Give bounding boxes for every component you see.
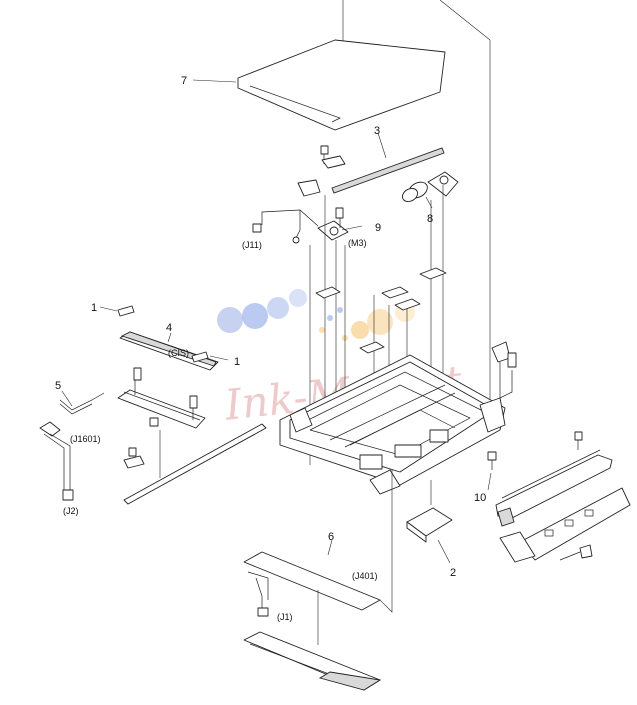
part-7-scanner-cover-mat [192, 39, 446, 131]
label-j1601: (J1601) [70, 434, 101, 444]
side-panel [499, 487, 631, 563]
cis-carriage [117, 367, 206, 429]
watermark-dot [327, 315, 333, 321]
callout-3: 3 [374, 125, 380, 137]
watermark-dot [217, 307, 243, 333]
part-1-clip-left [99, 305, 135, 317]
part-6-flat-cable [243, 470, 393, 617]
callout-10: 10 [474, 492, 486, 504]
callout-4: 4 [166, 322, 172, 334]
latch-assembly [491, 341, 517, 399]
callout-2: 2 [450, 567, 456, 579]
clip [321, 155, 346, 169]
watermark-dot [351, 321, 369, 339]
callout-8: 8 [427, 213, 433, 225]
callout-7: 7 [181, 75, 187, 87]
label-cis: (CIS) [168, 348, 189, 358]
part-9-motor-m3 [252, 207, 363, 244]
label-j401: (J401) [352, 571, 378, 581]
callout-1: 1 [234, 356, 240, 368]
watermark-dot [289, 289, 307, 307]
watermark-dot [242, 303, 268, 329]
side-rail [495, 449, 613, 527]
callout-1: 1 [91, 302, 97, 314]
base-tray [279, 354, 506, 495]
watermark-dot [337, 307, 343, 313]
pad-set [315, 267, 447, 354]
part-2-cover [406, 480, 453, 564]
screw [123, 447, 145, 469]
guide-rod [123, 423, 267, 505]
part-8-roller-assembly [402, 171, 459, 209]
watermark-dot [319, 327, 325, 333]
cable-board [243, 631, 382, 691]
label-m3: (M3) [348, 238, 367, 248]
label-j1: (J1) [277, 612, 293, 622]
callout-5: 5 [55, 380, 61, 392]
label-j2: (J2) [63, 506, 79, 516]
callout-6: 6 [328, 531, 334, 543]
part-1-clip-right [191, 351, 229, 363]
bracket [297, 179, 321, 197]
label-j11: (J11) [242, 240, 262, 250]
callout-9: 9 [375, 222, 381, 234]
watermark-dot [367, 309, 393, 335]
part-3-shaft [331, 132, 445, 194]
part-10-screw [487, 431, 583, 491]
watermark-dot [267, 297, 289, 319]
part-5-cable [39, 390, 105, 501]
